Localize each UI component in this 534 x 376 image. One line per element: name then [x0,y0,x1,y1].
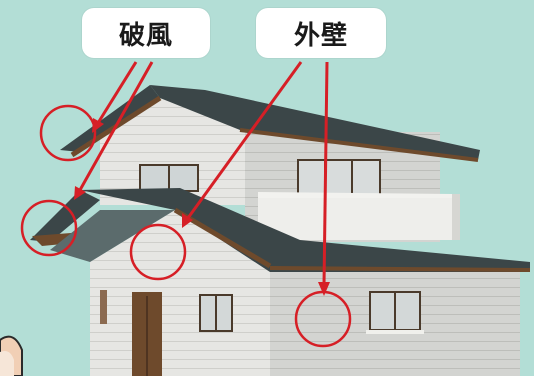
upper-fascia [239,128,479,162]
hafu-arrow-2 [78,61,154,191]
hafu-upper-circle [39,104,97,162]
gaiheki-arrow-1-head [182,213,193,228]
gaiheki-arrow-1 [186,61,303,219]
lower-window-right-sill [366,330,424,334]
hafu-lower-circle [20,199,78,257]
upper-roof-left-slope [60,85,160,152]
balcony-railing [258,198,452,240]
balcony-side [452,194,460,240]
figure-sleeve [0,351,14,376]
hafu-arrow-2-head [74,186,86,200]
left-eave-roof [50,210,175,262]
lower-fascia [269,266,531,272]
label-gaiheki: 外壁 [256,8,386,58]
balcony-top [258,192,452,199]
label-hafu: 破風 [82,8,210,58]
balcony-window [297,159,381,197]
upper-roof [150,85,480,160]
gaiheki-arrow-2 [322,61,329,286]
upper-gable-wall [100,98,245,205]
gaiheki-arrow-2-head [318,282,330,296]
gaiheki-upper-circle [129,223,187,281]
lower-roof-left-slope [30,190,100,242]
side-window [100,290,107,324]
hafu-arrow-1-head [92,118,104,133]
lower-roof [80,188,530,272]
hafu-arrow-1 [96,61,138,124]
